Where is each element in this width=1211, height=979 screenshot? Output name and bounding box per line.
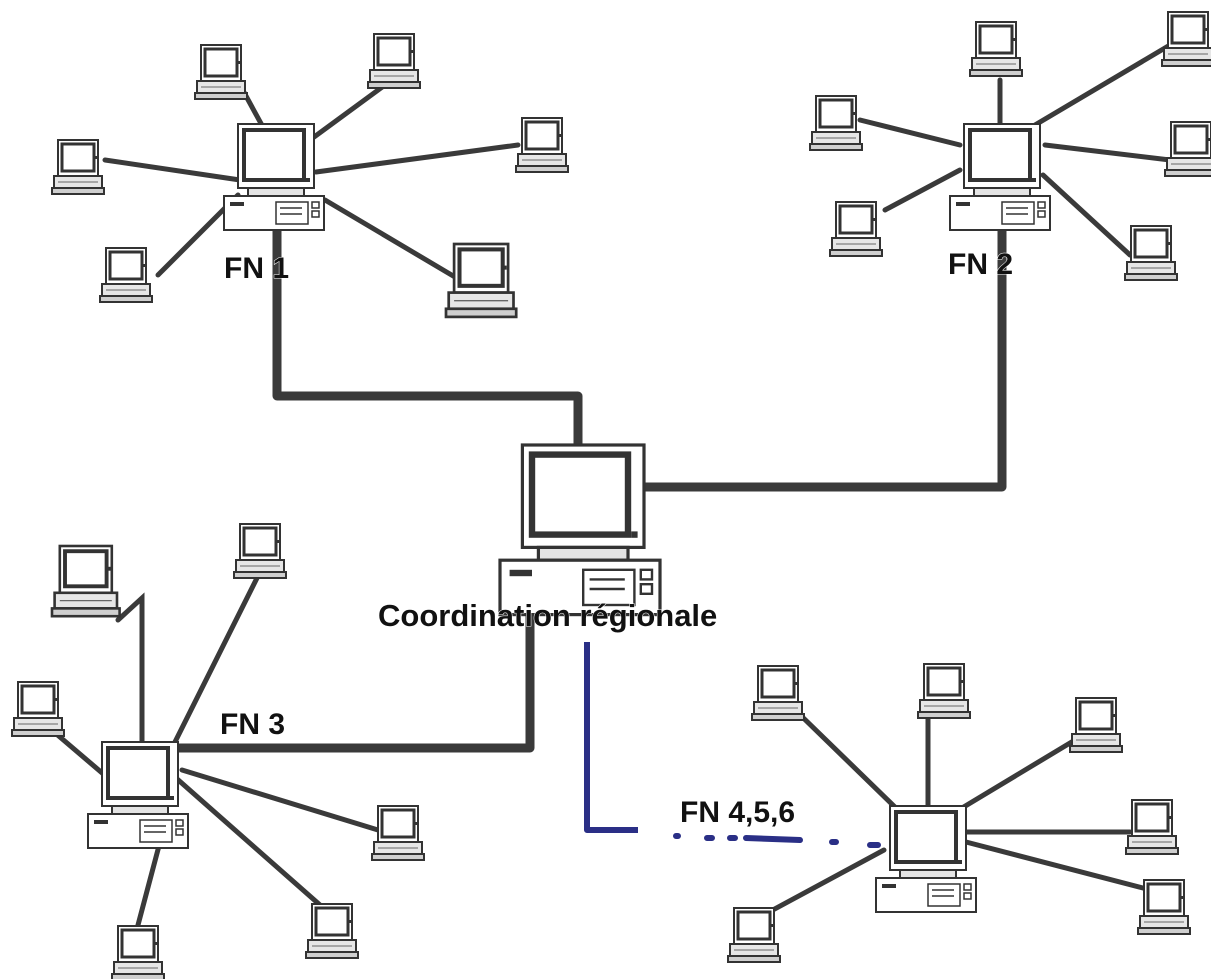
laptop-icon	[366, 32, 422, 90]
label-fn2: FN 2	[948, 248, 1013, 281]
laptop-icon	[232, 522, 288, 580]
laptop-icon	[726, 906, 782, 964]
label-fn456: FN 4,5,6	[680, 796, 795, 829]
desktop-icon-fn3	[86, 740, 190, 850]
desktop-icon-fn2	[948, 122, 1052, 232]
laptop-icon	[1136, 878, 1192, 936]
laptop-icon	[808, 94, 864, 152]
laptop-icon	[1068, 696, 1124, 754]
backbone-links	[171, 203, 1007, 848]
label-coordination-regionale: Coordination régionale	[378, 598, 717, 633]
label-fn1: FN 1	[224, 252, 289, 285]
laptop-icon	[50, 138, 106, 196]
laptop-icon	[1160, 10, 1211, 68]
label-fn3: FN 3	[220, 708, 285, 741]
laptop-icon	[828, 200, 884, 258]
link-fn3-center	[171, 585, 535, 753]
laptop-icon	[304, 902, 360, 960]
link-center-fn456-solid	[584, 642, 638, 833]
laptop-icon	[750, 664, 806, 722]
link-fn1-center	[272, 217, 583, 450]
laptop-icon	[370, 804, 426, 862]
laptop-icon	[98, 246, 154, 304]
laptop-icon	[193, 43, 249, 101]
spokes-fn2	[857, 42, 1173, 258]
link-center-fn456-dashed	[673, 833, 881, 848]
laptop-icon	[110, 924, 166, 979]
laptop-icon	[968, 20, 1024, 78]
laptop-icon	[1163, 120, 1211, 178]
laptop-icon	[446, 244, 516, 317]
laptop-icon	[916, 662, 972, 720]
desktop-icon-coordination	[500, 445, 660, 615]
spokes-fn456	[755, 702, 1146, 921]
laptop-icon	[50, 544, 122, 619]
desktop-icon-fn1	[222, 122, 326, 232]
desktop-icon-fn456	[874, 804, 978, 914]
laptop-icon	[1123, 224, 1179, 282]
link-fn2-center	[623, 203, 1007, 492]
laptop-icon	[10, 680, 66, 738]
laptop-icon	[514, 116, 570, 174]
laptop-icon	[1124, 798, 1180, 856]
